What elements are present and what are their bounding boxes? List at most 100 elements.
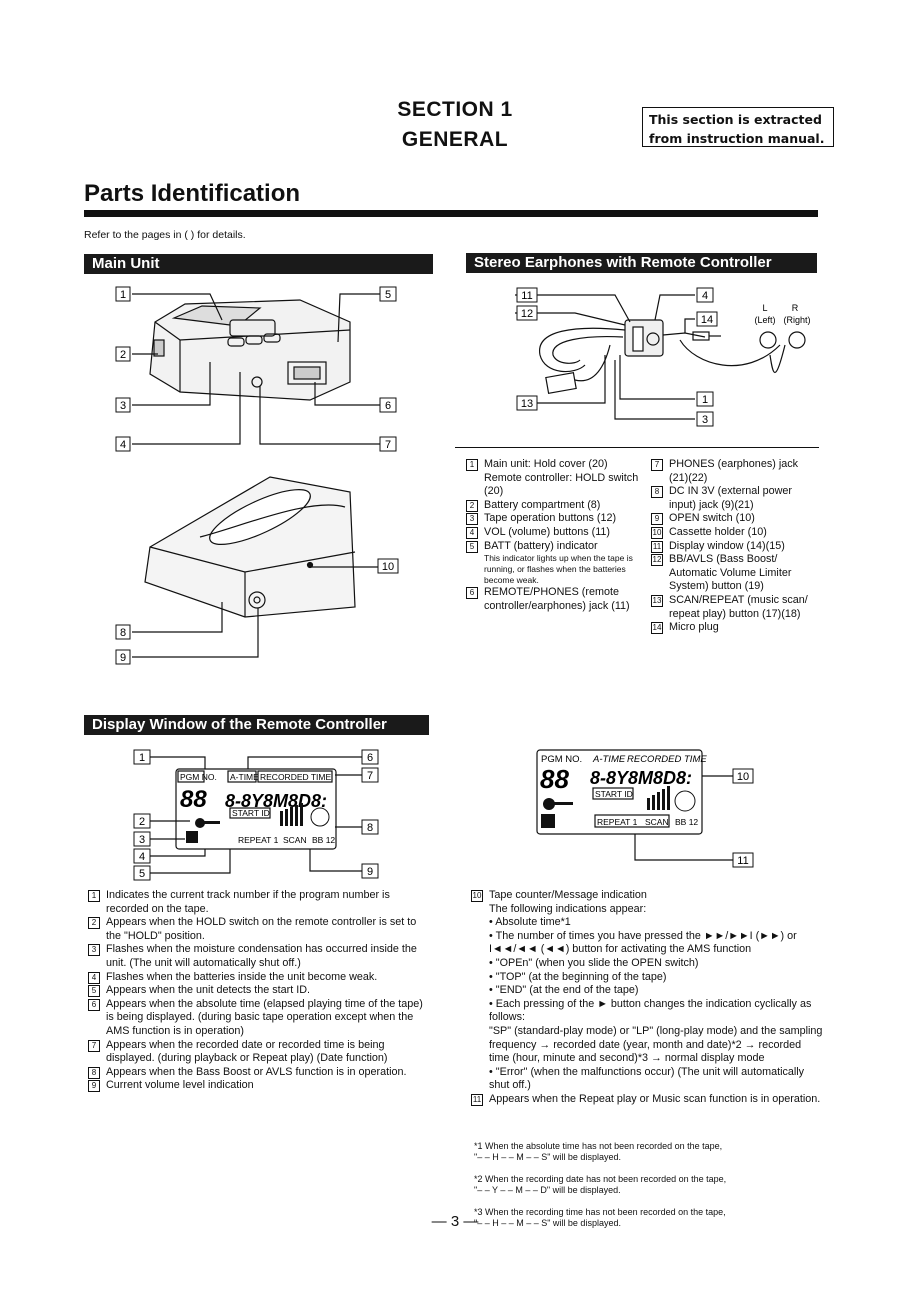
- footnote: *1 When the absolute time has not been r…: [474, 1141, 723, 1162]
- bullet-item: • Absolute time*1: [489, 916, 571, 929]
- lcd-scan: SCAN: [645, 817, 669, 827]
- callout-7: 7: [367, 770, 373, 782]
- lcd-a-time: A-TIME: [592, 754, 626, 765]
- callout-3: 3: [702, 414, 708, 426]
- callout-11: 11: [521, 290, 532, 302]
- main-unit-figure: 1 2 3 4 5 6 7 10 8 9: [115, 286, 399, 665]
- callout-1: 1: [702, 394, 708, 406]
- callout-4: 4: [702, 290, 708, 302]
- lcd-digits-right: 8-8Y8M8D8:: [590, 768, 692, 788]
- lcd-bb12: BB 12: [675, 817, 698, 827]
- title-rule: [84, 210, 818, 217]
- callout-2: 2: [139, 816, 145, 828]
- callout-14: 14: [701, 314, 713, 326]
- bullet-list: • Absolute time*1 • The number of times …: [489, 916, 823, 1093]
- callout-10: 10: [737, 771, 749, 783]
- bullet-item: • "OPEn" (when you slide the OPEN switch…: [489, 956, 699, 969]
- lcd-recorded-time: RECORDED TIME: [627, 754, 707, 765]
- callout-7: 7: [385, 439, 391, 451]
- section-title: GENERAL: [401, 128, 509, 151]
- bullet-item: • "TOP" (at the beginning of the tape): [489, 970, 667, 983]
- callout-9: 9: [120, 652, 126, 664]
- callout-3: 3: [120, 400, 126, 412]
- lcd-a-time: A-TIME: [230, 772, 259, 782]
- bullet-item: • "END" (at the end of the tape): [489, 984, 639, 997]
- lcd-bb12: BB 12: [312, 835, 335, 845]
- callout-2: 2: [120, 349, 126, 361]
- footnote: *3 When the recording time has not been …: [474, 1207, 726, 1228]
- lcd-figure-right: PGM NO. A-TIME RECORDED TIME START ID RE…: [536, 749, 754, 868]
- callout-5: 5: [139, 868, 145, 880]
- callout-3: 3: [139, 834, 145, 846]
- lcd-start-id: START ID: [232, 808, 270, 818]
- callout-13: 13: [521, 398, 533, 410]
- lcd-repeat1: REPEAT 1: [238, 835, 279, 845]
- label-r: R: [792, 303, 799, 313]
- lcd-pgm-no: PGM NO.: [541, 754, 582, 765]
- refer-text: Refer to the pages in ( ) for details.: [84, 229, 246, 241]
- callout-12: 12: [521, 308, 533, 320]
- callout-6: 6: [367, 752, 373, 764]
- bullet-item: • Each pressing of the ► button changes …: [489, 997, 823, 1065]
- lcd-scan: SCAN: [283, 835, 307, 845]
- label-right: (Right): [783, 315, 810, 325]
- bullet-item: • "Error" (when the malfunctions occur) …: [489, 1065, 805, 1092]
- lcd-digits-left: 88: [540, 764, 569, 794]
- lcd-digits-left: 88: [180, 786, 207, 813]
- callout-1: 1: [139, 752, 145, 764]
- page-number: — 3 —: [431, 1213, 479, 1230]
- extract-note: This section is extracted from instructi…: [642, 107, 834, 147]
- callout-4: 4: [139, 851, 145, 863]
- callout-8: 8: [367, 822, 373, 834]
- section-bar-main-unit: Main Unit: [84, 254, 433, 274]
- section-bar-earphones: Stereo Earphones with Remote Controller: [466, 253, 817, 273]
- callout-4: 4: [120, 439, 126, 451]
- callout-5: 5: [385, 289, 391, 301]
- lcd-figure-left: PGM NO. A-TIME RECORDED TIME START ID RE…: [133, 749, 379, 881]
- lcd-digits-right: 8-8Y8M8D8:: [225, 791, 327, 811]
- callout-10: 10: [382, 561, 394, 573]
- callout-1: 1: [120, 289, 126, 301]
- callout-8: 8: [120, 627, 126, 639]
- footnotes: *1 When the absolute time has not been r…: [474, 1130, 814, 1240]
- footnote: *2 When the recording date has not been …: [474, 1174, 727, 1195]
- section-label: SECTION 1: [397, 98, 513, 121]
- lcd-recorded-time: RECORDED TIME: [260, 772, 331, 782]
- lcd-start-id: START ID: [595, 789, 633, 799]
- callout-6: 6: [385, 400, 391, 412]
- page-title: Parts Identification: [84, 180, 301, 207]
- divider: [455, 447, 819, 448]
- lcd-repeat1: REPEAT 1: [597, 817, 638, 827]
- callout-9: 9: [367, 866, 373, 878]
- lcd-pgm-no: PGM NO.: [180, 772, 217, 782]
- label-l: L: [762, 303, 767, 313]
- label-left: (Left): [754, 315, 775, 325]
